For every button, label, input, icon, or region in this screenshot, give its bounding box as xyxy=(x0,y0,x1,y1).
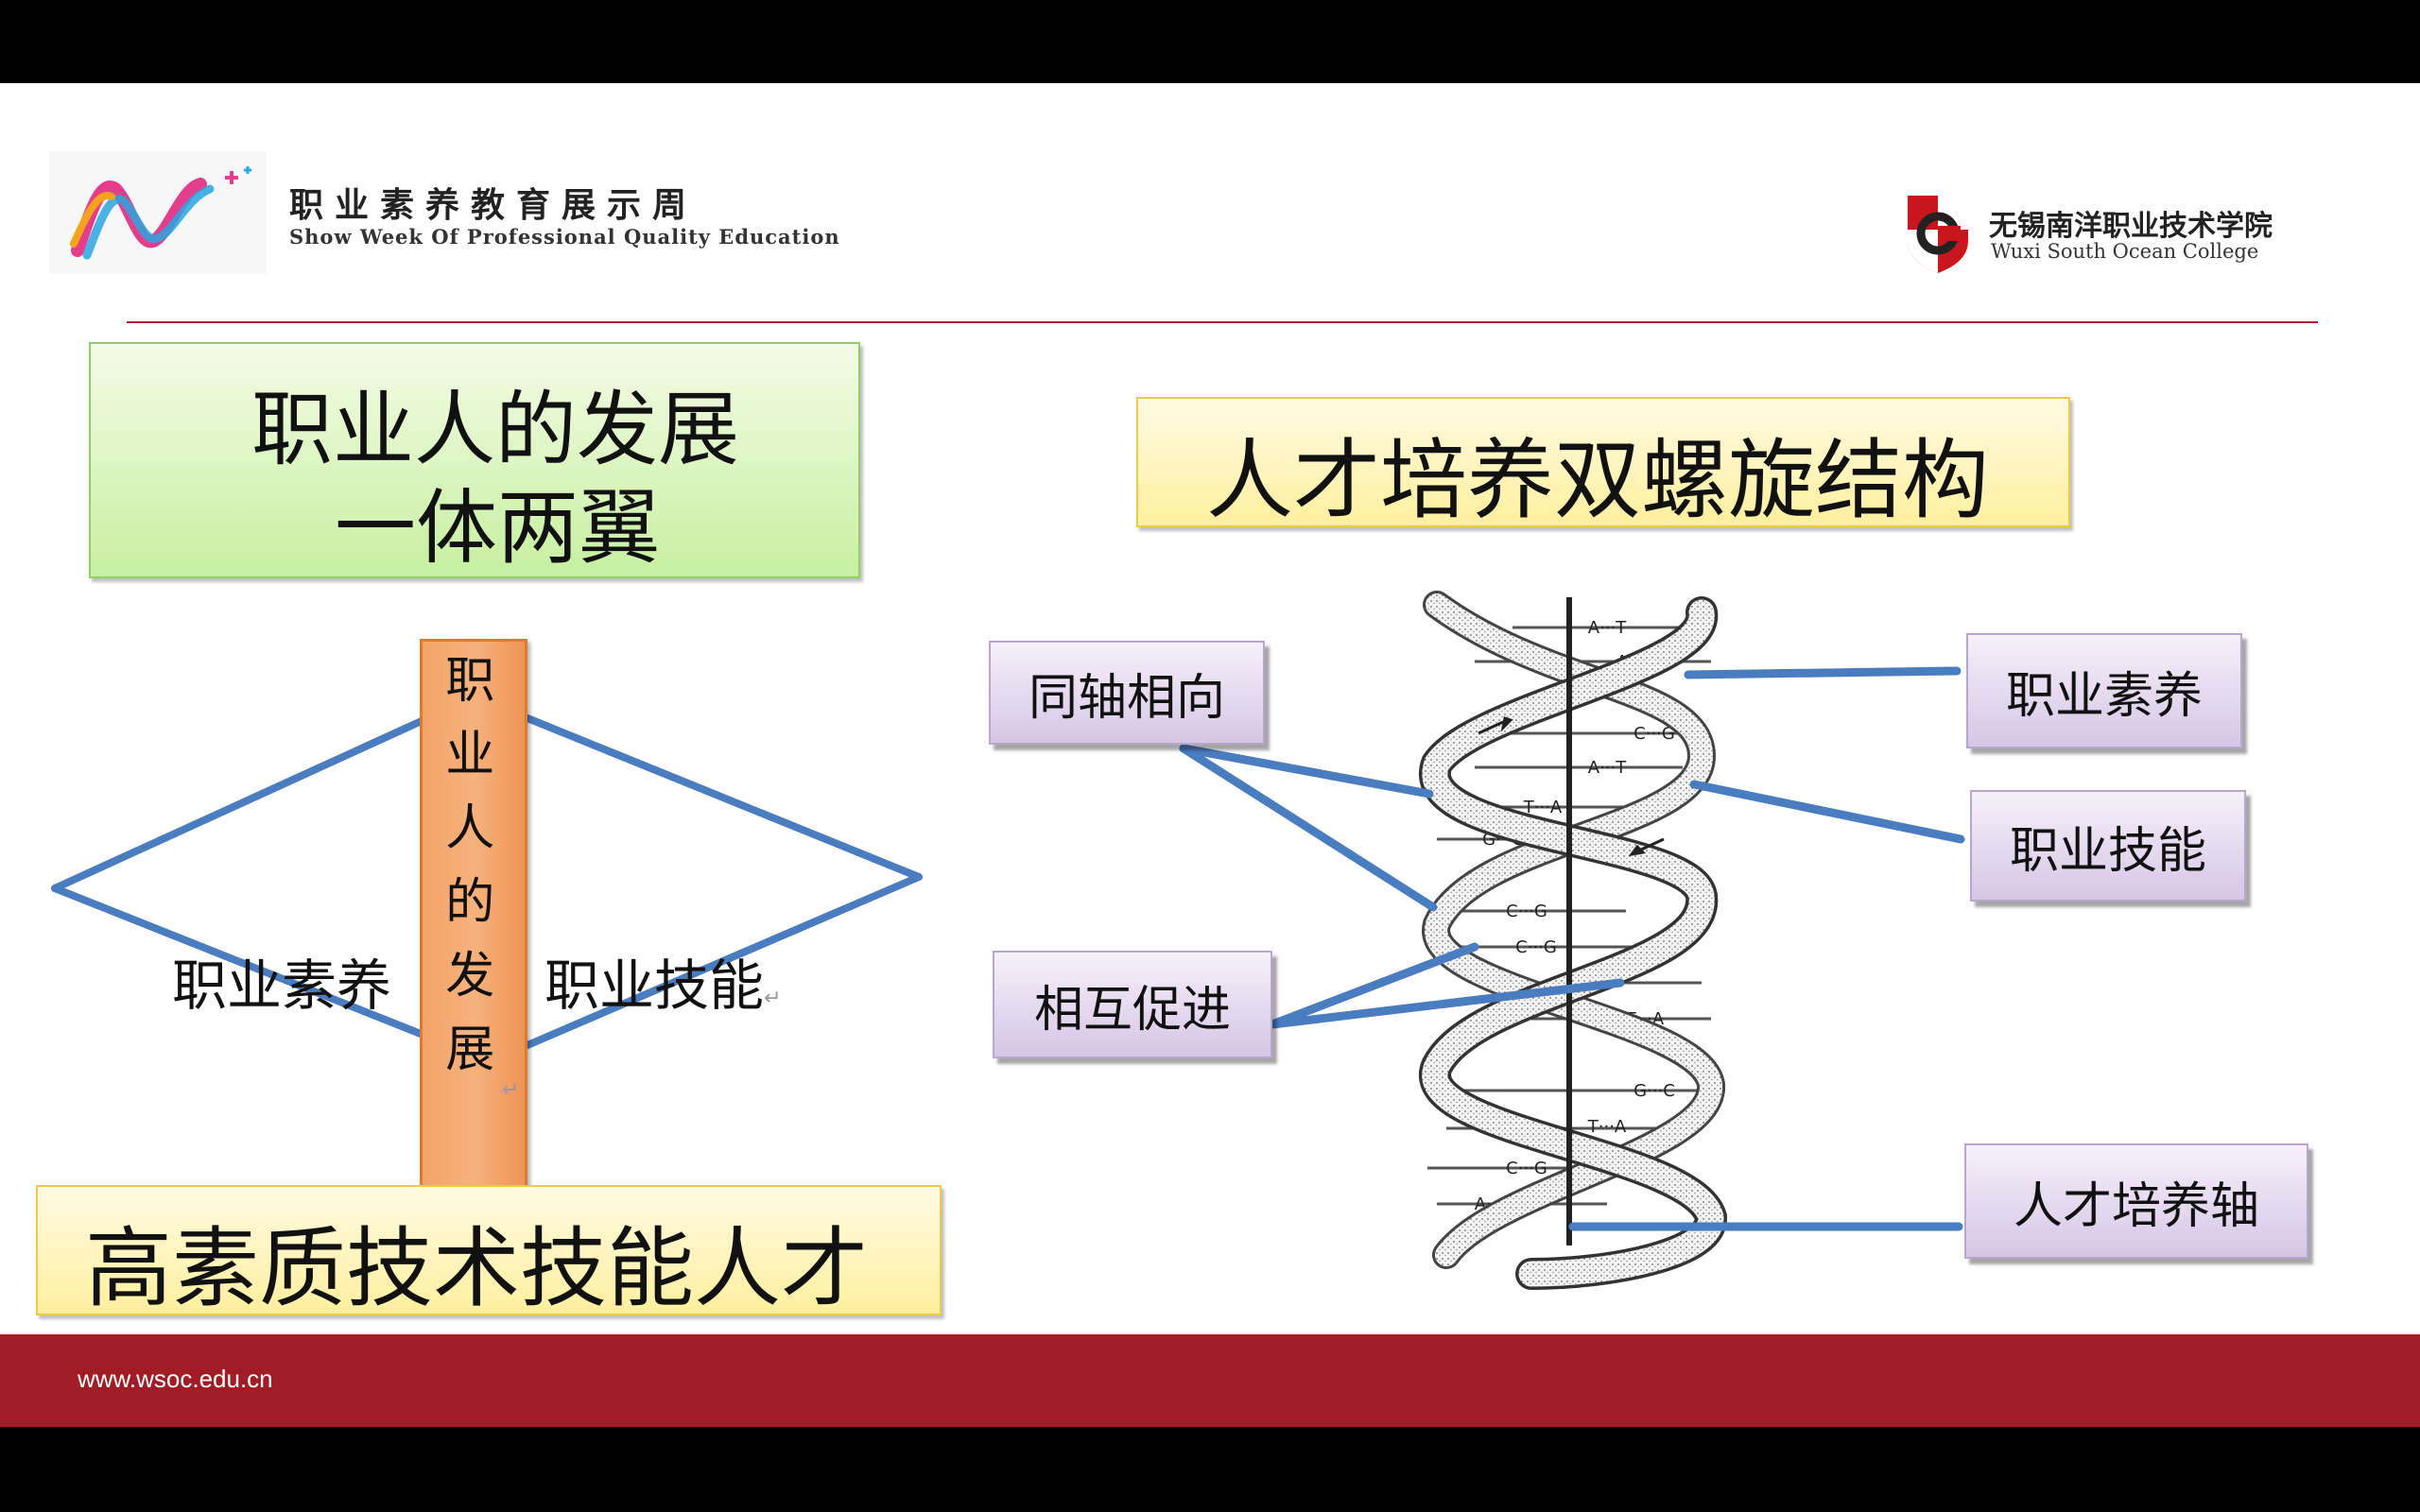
connector-skill xyxy=(1689,780,1965,844)
right-wing-label: 职业技能↵ xyxy=(544,954,782,1018)
svg-text:C···G: C···G xyxy=(1634,724,1675,744)
double-helix-diagram: A···T A···T C···G A···T T···A G···C C···… xyxy=(1179,591,1965,1290)
label-talent-axis: 人才培养轴 xyxy=(1964,1143,2308,1259)
connector-coaxial-b xyxy=(1179,744,1438,912)
label-coaxial: 同轴相向 xyxy=(989,641,1265,745)
helix-title: 人才培养双螺旋结构 xyxy=(1206,430,1990,531)
center-development-bar xyxy=(420,639,527,1240)
event-title: 职业素养教育展示周 xyxy=(289,185,699,225)
development-title-line2: 一体两翼 xyxy=(335,481,660,576)
right-wing-lower-line xyxy=(524,873,923,1049)
helix-title-box xyxy=(1136,397,2070,527)
center-development-text: 职业人的发展↵ xyxy=(436,654,520,1102)
header-divider xyxy=(127,321,2318,323)
direction-arrows xyxy=(1478,716,1665,857)
wing-diagram xyxy=(51,714,923,1049)
label-professional-quality: 职业素养 xyxy=(1966,633,2242,748)
development-title-box xyxy=(89,342,860,578)
svg-text:T···A: T···A xyxy=(1587,1117,1627,1137)
right-wing-upper-line xyxy=(524,714,923,881)
college-name-en: Wuxi South Ocean College xyxy=(1991,240,2259,263)
footer-bar xyxy=(0,1334,2420,1427)
connector-quality xyxy=(1684,666,1962,679)
svg-text:C···G: C···G xyxy=(1506,1159,1547,1178)
helix-strands xyxy=(1419,591,1727,1290)
development-title-line1: 职业人的发展 xyxy=(251,383,739,477)
left-wing-label: 职业素养 xyxy=(172,954,392,1018)
footer-url[interactable]: www.wsoc.edu.cn xyxy=(78,1365,273,1393)
svg-text:C···G: C···G xyxy=(1515,937,1557,957)
conclusion-text: 高素质技术技能人才 xyxy=(85,1218,869,1319)
slide: 职业素养教育展示周 Show Week Of Professional Qual… xyxy=(0,83,2420,1427)
event-logo xyxy=(49,151,267,274)
connector-mutual-b xyxy=(1268,978,1625,1029)
conclusion-box xyxy=(36,1185,942,1315)
svg-text:G···C: G···C xyxy=(1634,1081,1675,1101)
event-subtitle: Show Week Of Professional Quality Educat… xyxy=(289,225,840,249)
connector-mutual-a xyxy=(1268,942,1479,1029)
college-name: 无锡南洋职业技术学院 xyxy=(1989,210,2273,243)
svg-text:C···G: C···G xyxy=(1506,902,1547,921)
svg-text:T···A: T···A xyxy=(1523,798,1563,817)
svg-text:A···T: A···T xyxy=(1588,618,1627,638)
connector-lines xyxy=(1179,666,1965,1231)
left-wing-upper-line xyxy=(51,716,427,892)
label-professional-skill: 职业技能 xyxy=(1970,790,2246,902)
left-wing-lower-line xyxy=(51,885,429,1040)
svg-text:A···T: A···T xyxy=(1588,758,1627,778)
college-shield-icon xyxy=(1908,196,1968,273)
label-mutual-promotion: 相互促进 xyxy=(993,951,1272,1058)
connector-coaxial-a xyxy=(1179,744,1434,799)
